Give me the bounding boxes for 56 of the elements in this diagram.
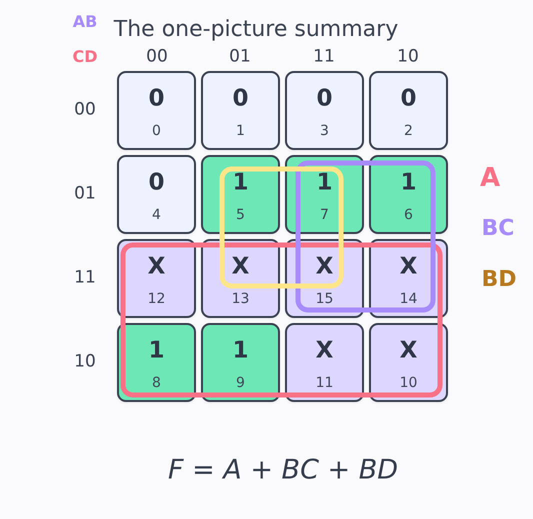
row-header: 10 bbox=[74, 354, 96, 370]
minterm-number: 10 bbox=[400, 376, 418, 390]
map-cell bbox=[201, 155, 280, 234]
cell-value: 1 bbox=[232, 172, 248, 194]
title: The one-picture summary bbox=[114, 19, 398, 41]
minterm-number: 4 bbox=[152, 208, 161, 222]
term-label: A bbox=[480, 165, 500, 191]
minterm-number: 7 bbox=[320, 208, 329, 222]
map-cell bbox=[117, 155, 196, 234]
column-header: 00 bbox=[146, 48, 168, 66]
minterm-number: 2 bbox=[404, 124, 413, 138]
minterm-number: 9 bbox=[236, 376, 245, 390]
minterm-number: 11 bbox=[316, 376, 334, 390]
cell-value: X bbox=[316, 340, 334, 362]
map-cell bbox=[285, 71, 364, 150]
cell-value: 0 bbox=[148, 88, 164, 110]
minterm-number: 0 bbox=[152, 124, 161, 138]
cell-value: X bbox=[232, 256, 250, 278]
cell-value: 1 bbox=[148, 340, 164, 362]
minterm-number: 12 bbox=[148, 292, 166, 306]
minterm-number: 5 bbox=[236, 208, 245, 222]
cell-value: 0 bbox=[232, 88, 248, 110]
map-cell bbox=[369, 155, 448, 234]
cell-value: X bbox=[316, 256, 334, 278]
variable-name: CD bbox=[72, 49, 98, 65]
map-cell bbox=[201, 71, 280, 150]
map-cell bbox=[117, 71, 196, 150]
cell-value: 1 bbox=[400, 172, 416, 194]
minterm-number: 3 bbox=[320, 124, 329, 138]
map-cell bbox=[369, 71, 448, 150]
minterm-number: 1 bbox=[236, 124, 245, 138]
minterm-number: 15 bbox=[316, 292, 334, 306]
column-header: 01 bbox=[229, 48, 251, 66]
cell-value: X bbox=[148, 256, 166, 278]
row-header: 00 bbox=[74, 102, 96, 118]
map-cell bbox=[201, 323, 280, 402]
minterm-number: 13 bbox=[232, 292, 250, 306]
cell-value: 1 bbox=[232, 340, 248, 362]
cell-value: X bbox=[400, 340, 418, 362]
cell-value: 0 bbox=[400, 88, 416, 110]
term-label: BC bbox=[482, 218, 514, 240]
row-header: 01 bbox=[74, 186, 96, 202]
minterm-number: 8 bbox=[152, 376, 161, 390]
term-label: BD bbox=[481, 269, 517, 291]
variable-name: AB bbox=[72, 14, 98, 30]
map-cell bbox=[285, 323, 364, 402]
column-header: 10 bbox=[397, 48, 419, 66]
formula: F = A + BC + BD bbox=[168, 456, 398, 484]
cell-value: 1 bbox=[316, 172, 332, 194]
minterm-number: 14 bbox=[400, 292, 418, 306]
row-header: 11 bbox=[74, 270, 96, 286]
column-header: 11 bbox=[313, 48, 335, 66]
cell-value: X bbox=[400, 256, 418, 278]
cell-value: 0 bbox=[316, 88, 332, 110]
minterm-number: 6 bbox=[404, 208, 413, 222]
cell-value: 0 bbox=[148, 172, 164, 194]
